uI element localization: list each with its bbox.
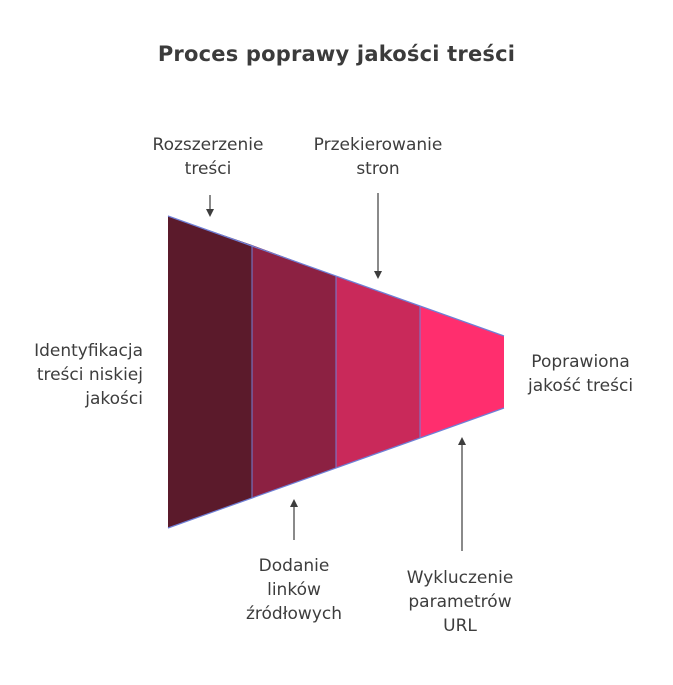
label-line: linków [267, 580, 321, 600]
diagram-title: Proces poprawy jakości treści [157, 42, 516, 66]
funnel-segment-3 [336, 276, 420, 468]
label-content-expansion: Rozszerzenie treści [108, 133, 308, 181]
label-line: parametrów [408, 592, 512, 612]
label-identify-low-quality: Identyfikacja treści niskiej jakości [34, 339, 143, 411]
label-line: Dodanie [258, 556, 330, 576]
label-add-source-links: Dodanie linków źródłowych [194, 554, 394, 626]
arrow-params [458, 437, 466, 551]
label-line: stron [356, 159, 400, 179]
label-line: Rozszerzenie [152, 135, 264, 155]
label-improved-quality: Poprawiona jakość treści [528, 350, 633, 398]
label-page-redirect: Przekierowanie stron [278, 133, 478, 181]
label-line: Identyfikacja [34, 341, 143, 361]
label-line: jakość treści [528, 376, 634, 396]
label-line: URL [443, 616, 477, 636]
arrow-expansion [206, 195, 214, 217]
label-line: źródłowych [245, 604, 343, 624]
label-exclude-url-params: Wykluczenie parametrów URL [360, 566, 560, 638]
label-line: treści niskiej [36, 365, 143, 385]
label-line: jakości [85, 389, 143, 409]
label-line: Wykluczenie [406, 568, 514, 588]
label-line: Poprawiona [531, 352, 630, 372]
funnel-segment-1 [168, 216, 252, 528]
funnel-segment-4 [420, 306, 504, 438]
label-line: treści [184, 159, 232, 179]
label-line: Przekierowanie [313, 135, 443, 155]
arrow-links [290, 499, 298, 540]
funnel-segment-2 [252, 245, 336, 498]
arrow-redirect [374, 193, 382, 279]
